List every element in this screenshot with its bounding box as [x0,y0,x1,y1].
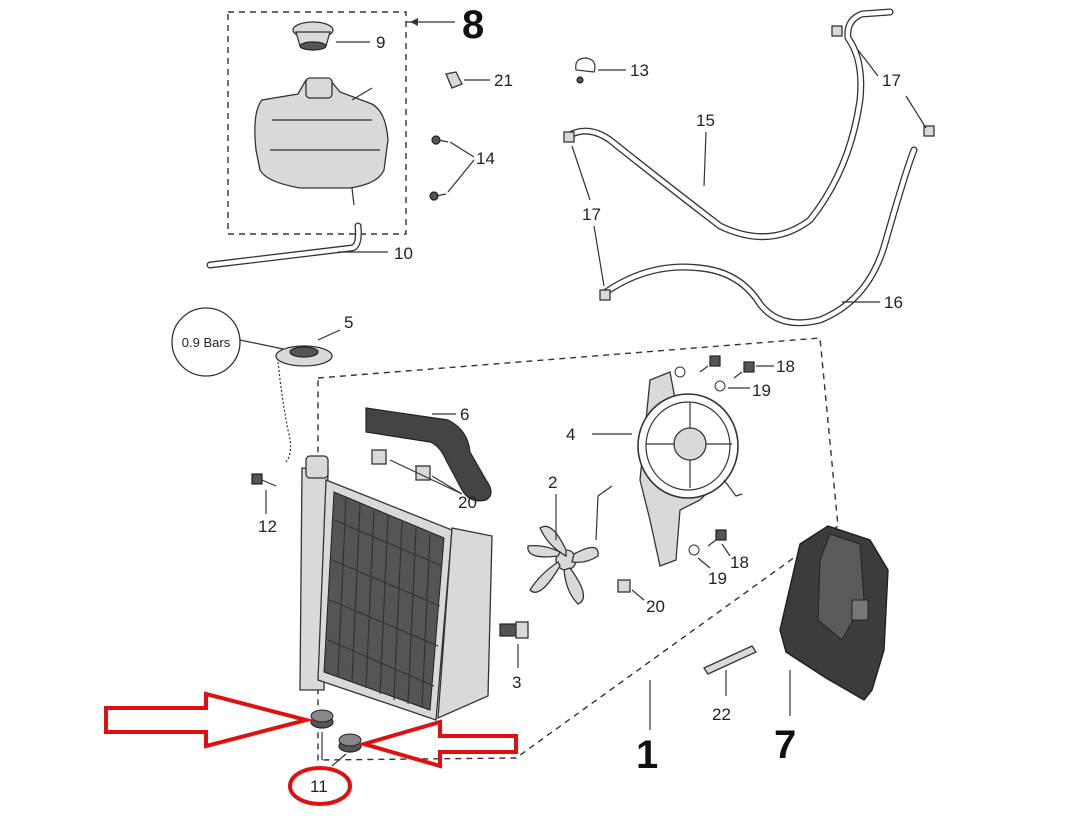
hose-end-clip-c [563,131,575,143]
left-bolt-part [251,473,277,487]
tank-group-dashed-frame [227,11,407,235]
upper-long-hose-inner [569,9,893,239]
hose-end-clip-b [923,125,935,137]
hose-clip-top-leader-b [905,95,927,129]
washer-bottom-leader [697,557,711,569]
grommet-part-a [310,709,334,729]
callout-14: 14 [476,149,495,168]
tank-screws-part [429,135,449,201]
expansion-tank-part [254,77,389,206]
callout-21: 21 [494,71,513,90]
group-label-8: 8 [462,3,484,47]
pressure-badge-text: 0.9 Bars [182,335,231,350]
pressure-badge-link [239,339,289,351]
hose-clip-top-leader-a [857,49,879,77]
upper-long-hose-part [568,8,894,241]
radiator-cap-part [275,345,333,463]
hose-upper-leader [703,131,707,187]
callout-19-top: 19 [752,381,771,400]
callout-17-top: 17 [882,71,901,90]
radiator-group-dashed-frame [317,337,839,761]
callout-18-bottom: 18 [730,553,749,572]
fan-bolts-bottom-leader [721,543,731,557]
callout-4: 4 [566,425,575,444]
pin-part [703,645,757,675]
fan-bolts-top-part [674,355,755,392]
upper-nuts-leader-a [389,459,463,495]
callout-13: 13 [630,61,649,80]
temp-switch-part [499,621,529,639]
pressure-badge-circle [171,307,241,377]
tank-screws-leader-a [449,141,475,158]
small-clip-part [445,71,463,89]
fan-shroud-part [779,525,889,701]
grommet-leader-b [331,753,347,767]
hose-clip-left-leader-a [571,145,591,201]
hose-end-clip-a [831,25,843,37]
callout-20-upper: 20 [458,493,477,512]
callout-19-bottom: 19 [708,569,727,588]
lower-long-hose-inner [603,147,917,325]
callout-11: 11 [310,777,328,796]
highlight-arrow-left [104,691,314,749]
upper-hose-part [365,407,492,502]
tank-leader [351,87,373,101]
fan-motor-part [637,371,743,567]
callout-18-top: 18 [776,357,795,376]
highlight-arrow-right [356,719,518,769]
callout-20-lower: 20 [646,597,665,616]
callout-17-left: 17 [582,205,601,224]
lower-nut-leader [631,589,645,601]
callout-16: 16 [884,293,903,312]
highlight-circle-11 [288,766,352,806]
hose-end-clip-d [599,289,611,301]
callout-6: 6 [460,405,469,424]
hose-clamp-part [575,57,596,84]
callout-22: 22 [712,705,731,724]
callout-12: 12 [258,517,277,536]
hose-clip-left-leader-b [593,225,605,287]
upper-nuts-part [371,449,431,481]
upper-nuts-leader-b [431,475,463,495]
callout-9: 9 [376,33,385,52]
callout-5: 5 [344,313,353,332]
grommet-part-b [338,733,362,753]
callout-15: 15 [696,111,715,130]
tank-screws-leader-b [447,159,475,193]
fan-bolts-bottom-part [688,529,727,556]
fan-blade-part [527,485,613,605]
callout-2: 2 [548,473,557,492]
group-label-1: 1 [636,733,658,777]
tank-group-pointer-head [410,18,418,26]
callout-10: 10 [394,244,413,263]
callout-3: 3 [512,673,521,692]
overflow-tube-inner [207,223,361,268]
overflow-tube-part [206,222,362,269]
group-label-7: 7 [774,723,796,767]
radiator-cap-leader [317,329,341,341]
lower-nut-part [617,579,631,593]
radiator-core-part [299,455,493,721]
tank-cap-part [292,21,334,51]
